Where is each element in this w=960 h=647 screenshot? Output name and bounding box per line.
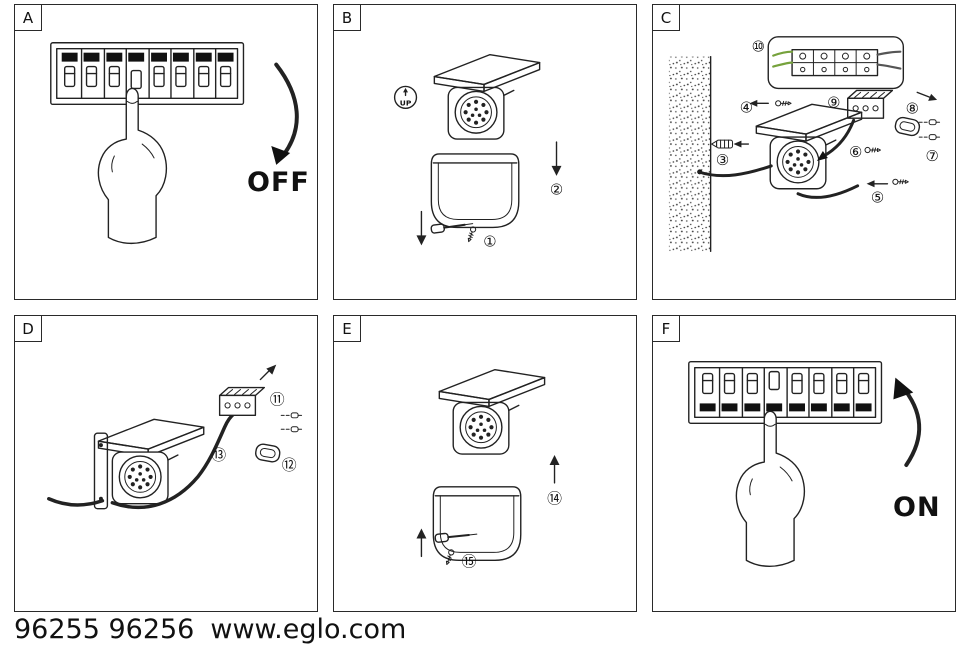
lamp-shade-illustration: [432, 486, 522, 562]
lamp-canopy-illustration: [97, 418, 205, 505]
mains-cable: [697, 164, 860, 199]
panel-c-illustration: ③ ④ ⑤ ⑥ ⑦ ⑧ ⑨ ⑩: [668, 36, 941, 253]
panel-e: E: [333, 315, 637, 612]
turn-on-arrow-icon: [893, 377, 922, 467]
earth-wire: [772, 50, 794, 57]
screwdriver-icon: [430, 223, 474, 234]
step-14-marker: ⑭: [547, 490, 562, 508]
footer: 96255 96256 www.eglo.com: [14, 614, 406, 645]
step-15-marker: ⑮: [462, 552, 477, 570]
step-8-marker: ⑧: [906, 99, 919, 117]
wire-sleeve-icon: [918, 119, 941, 126]
step-3-marker: ③: [716, 151, 729, 169]
led-module-dots: [463, 99, 489, 125]
panel-e-illustration: ⑭ ⑮: [416, 368, 562, 570]
supply-wire: [876, 50, 902, 56]
terminal-detail-box: [767, 36, 905, 90]
mains-cable: [47, 411, 237, 510]
connector-block-icon: [847, 89, 894, 119]
pressing-hand-icon: [735, 410, 805, 567]
step-10-marker: ⑩: [752, 38, 765, 56]
panel-d: D: [14, 315, 318, 612]
off-caption: OFF: [247, 167, 310, 198]
step-4-marker: ④: [740, 98, 753, 116]
panel-d-illustration: ⑪ ⑫ ⑬: [47, 364, 303, 510]
fasten-screw-icon: [892, 178, 909, 185]
pressing-hand-icon: [97, 87, 167, 245]
step-2-marker: ②: [550, 181, 563, 199]
panel-b-illustration: UP: [393, 53, 563, 250]
step-7-marker: ⑦: [925, 147, 938, 165]
step-12-marker: ⑫: [282, 456, 297, 474]
panel-b: B UP: [333, 4, 637, 300]
wire-sleeve-icon: [280, 412, 303, 419]
wall-section: [668, 55, 712, 253]
up-marker-text: UP: [400, 98, 412, 107]
lamp-canopy-illustration: [438, 368, 546, 455]
panel-c-label: C: [653, 5, 680, 31]
breaker-rockers: [63, 65, 232, 90]
breaker-strip: [688, 360, 883, 424]
panel-a-label: A: [15, 5, 42, 31]
panel-a-illustration: [50, 42, 299, 245]
screwdriver-icon: [434, 532, 478, 543]
turn-off-arrow-icon: [271, 62, 299, 165]
panel-d-label: D: [15, 316, 42, 342]
gasket-icon: [255, 443, 281, 463]
screw-arrow-icon: [749, 99, 769, 107]
panel-c: C: [652, 4, 956, 300]
breaker-bands: [699, 403, 872, 412]
gasket-arrow-icon: [916, 91, 938, 101]
connect-arrow-icon: [816, 118, 856, 161]
model-numbers: 96255 96256: [14, 614, 195, 645]
gasket-icon: [894, 116, 921, 137]
step-1-marker: ①: [483, 232, 496, 250]
loosen-arrow-icon: [416, 210, 427, 246]
fix-screw-icon: [864, 146, 881, 154]
breaker-bands: [61, 52, 234, 62]
connector-block-icon: [218, 386, 266, 417]
website-url: www.eglo.com: [210, 614, 407, 645]
mounting-plate: [93, 432, 109, 510]
step-13-marker: ⑬: [211, 446, 226, 464]
step-11-marker: ⑪: [270, 390, 285, 408]
panel-f-label: F: [653, 316, 680, 342]
wire-sleeve-icon: [280, 426, 303, 433]
panel-e-label: E: [334, 316, 361, 342]
on-caption: ON: [893, 492, 941, 523]
lamp-canopy-illustration: [433, 53, 541, 140]
lamp-canopy-illustration: [755, 103, 863, 190]
screw-icon: [467, 226, 477, 243]
tighten-arrow-icon: [416, 528, 427, 558]
up-orientation-icon: UP: [393, 85, 418, 109]
step-5-marker: ⑤: [871, 189, 884, 207]
wire-sleeve-icon: [918, 134, 941, 141]
insert-plug-arrow-icon: [733, 140, 750, 148]
fasten-arrow-icon: [866, 180, 889, 188]
step-6-marker: ⑥: [849, 143, 862, 161]
push-up-arrow-icon: [549, 455, 560, 484]
panel-a: A OFF: [14, 4, 318, 300]
pull-down-arrow-icon: [551, 141, 562, 176]
breaker-rockers: [701, 370, 870, 395]
connector-arrow-icon: [259, 364, 277, 381]
lamp-shade-illustration: [430, 153, 520, 229]
screw-icon: [445, 549, 455, 566]
panel-f-illustration: [688, 360, 922, 567]
step-9-marker: ⑨: [827, 93, 840, 111]
earth-wire-2: [772, 61, 794, 68]
panel-f: F ON: [652, 315, 956, 612]
panel-b-label: B: [334, 5, 361, 31]
supply-wire-2: [876, 63, 902, 70]
breaker-strip: [50, 42, 245, 106]
screw-icon: [775, 100, 792, 107]
anchor-plug-icon: [711, 139, 733, 149]
